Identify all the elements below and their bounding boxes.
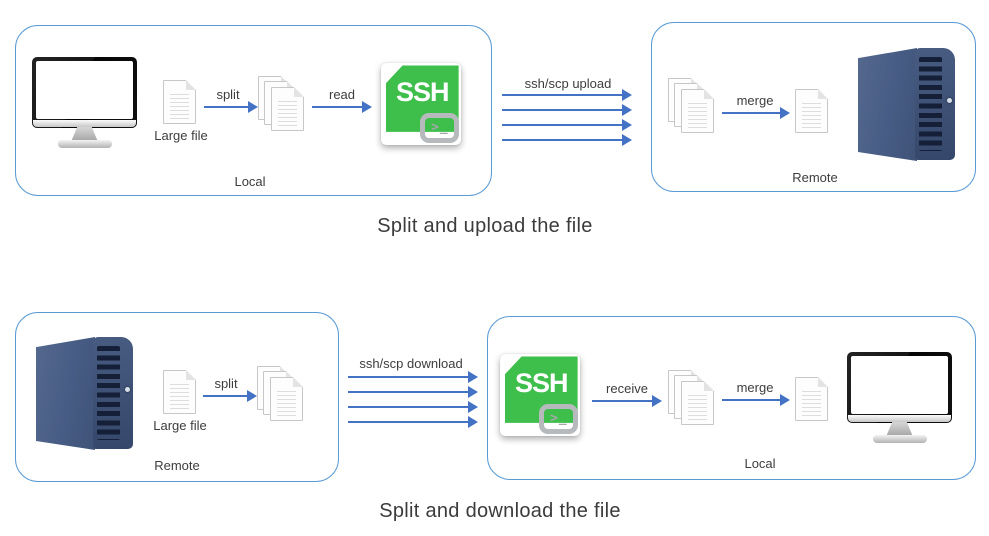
computer-monitor-icon [847,352,952,443]
large-file-label: Large file [153,418,207,433]
upload-remote-box-label: Remote [792,170,838,185]
ssh-client-icon: SSH >_ [381,63,461,145]
upload-transfer-arrow [502,119,632,131]
receive-label: receive [606,381,648,396]
read-arrow [312,101,372,113]
monitor-stand [70,127,99,143]
server-tower-icon [36,337,133,450]
monitor-screen [851,356,948,414]
download-transfer-arrow [348,386,478,398]
terminal-badge-icon: >_ [539,403,579,434]
server-vents [919,56,943,151]
server-side-panel [858,48,918,161]
merge-label: merge [736,380,774,395]
upload-transfer-label: ssh/scp upload [524,76,612,91]
ssh-client-icon: SSH >_ [500,354,580,436]
download-local-box-label: Local [744,456,776,471]
download-transfer-arrow [348,371,478,383]
received-chunks-stack-icon [668,78,715,134]
download-transfer-arrow [348,416,478,428]
monitor-bezel [847,352,952,423]
monitor-stand [885,422,914,438]
server-tower-icon [858,48,955,161]
monitor-bezel [32,57,137,128]
download-transfer-arrow [348,401,478,413]
server-vents [97,345,121,440]
download-remote-box-label: Remote [154,458,200,473]
file-chunks-stack-icon [257,366,304,422]
server-power-button [125,387,131,393]
monitor-chin [848,415,951,422]
upload-transfer-arrow [502,134,632,146]
file-chunks-stack-icon [258,76,305,132]
chunk-page [271,87,304,131]
upload-transfer-arrow [502,104,632,116]
server-front-panel [915,48,955,160]
chunk-page [270,377,303,421]
read-label: read [328,87,356,102]
split-label: split [214,376,238,391]
terminal-badge-icon: >_ [420,112,460,143]
large-file-icon [163,370,196,414]
server-power-button [947,98,953,104]
monitor-base [57,140,112,148]
server-front-panel [93,337,133,449]
merged-file-icon [795,377,828,421]
server-side-panel [36,337,96,450]
terminal-prompt-glyph: >_ [431,119,449,135]
merge-arrow [722,107,790,119]
split-label: split [216,87,240,102]
merge-label: merge [736,93,774,108]
ssh-icon-text: SSH [395,76,450,107]
download-diagram-title: Split and download the file [379,500,621,522]
merged-file-icon [795,89,828,133]
ssh-icon-text: SSH [514,367,569,398]
received-chunks-stack-icon [668,370,715,426]
upload-diagram-title: Split and upload the file [377,215,593,237]
large-file-label: Large file [154,128,208,143]
receive-arrow [592,395,662,407]
monitor-base [872,435,927,443]
merge-arrow [722,394,790,406]
computer-monitor-icon [32,57,137,148]
download-transfer-label: ssh/scp download [359,356,463,371]
monitor-chin [33,120,136,127]
split-arrow [203,390,257,402]
large-file-icon [163,80,196,124]
upload-transfer-arrow [502,89,632,101]
chunk-page [681,89,714,133]
chunk-page [681,381,714,425]
terminal-prompt-glyph: >_ [550,410,568,426]
monitor-screen [36,61,133,119]
upload-local-box-label: Local [234,174,266,189]
split-arrow [204,101,258,113]
